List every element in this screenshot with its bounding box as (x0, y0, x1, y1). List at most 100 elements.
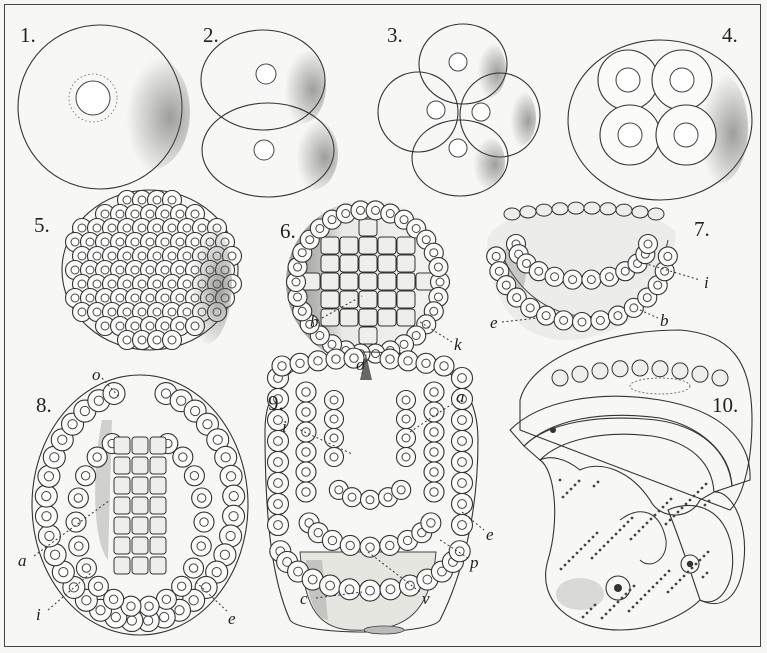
embryo-stipple-dot (621, 597, 624, 600)
embryo-stipple-dot (708, 500, 711, 503)
gastrula7-rim-cell (552, 203, 568, 215)
embryo-stipple-dot (685, 503, 688, 506)
morula-cell-nucleus (116, 266, 124, 274)
embryo-stipple-dot (671, 587, 674, 590)
gastrula8-inner-cell (114, 457, 130, 474)
fig8-label-e: e (228, 609, 236, 628)
gastrula8-ectoderm-cell-nucleus (80, 406, 89, 415)
embryo-stipple-dot (644, 594, 647, 597)
gastrula7-ectoderm-cell-nucleus (630, 304, 638, 312)
gastrula8-ectoderm-cell-nucleus (189, 596, 198, 605)
blastula-wall-cell-nucleus (342, 210, 350, 218)
gastrula8-inner-cell (150, 537, 166, 554)
embryo-stipple-dot (656, 582, 659, 585)
morula-cell-nucleus (168, 196, 176, 204)
gastrula7-rim-cell (632, 206, 648, 218)
blastula-back-cell (321, 255, 339, 272)
gastrula8-endoderm-cell-nucleus (162, 595, 170, 603)
gastrula7-rim-cell (616, 204, 632, 216)
gastrula9-ectoderm-cell-nucleus (274, 521, 283, 530)
gastrula8-endoderm-cell-nucleus (177, 582, 185, 590)
gastrula9-ectoderm-cell-nucleus (274, 500, 283, 509)
gastrula9-rim-cell-nucleus (440, 362, 448, 370)
morula-cell-nucleus (168, 280, 176, 288)
embryo-stipple-dot (667, 591, 670, 594)
figure-7 (487, 202, 678, 340)
gastrula8-ectoderm-cell-nucleus (213, 435, 222, 444)
gastrula9-endoderm-cell-nucleus (402, 415, 410, 423)
gastrula8-endoderm-cell-nucleus (81, 472, 89, 480)
gastrula8-ectoderm-cell-nucleus (177, 396, 186, 405)
embryo-stipple-dot (654, 514, 657, 517)
gastrula9-mesoderm-cell-nucleus (430, 428, 438, 436)
fig6-label-b: b (310, 312, 319, 331)
gastrula9-ectoderm-cell-nucleus (274, 437, 283, 446)
gastrula9-mesoderm-cell-nucleus (430, 388, 438, 396)
blastula-back-cell (359, 237, 377, 254)
gastrula8-endoderm-cell-nucleus (179, 453, 187, 461)
gastrula9-ectoderm-cell-nucleus (406, 581, 415, 590)
gastrula8-ectoderm-cell-nucleus (160, 612, 169, 621)
gastrula9-endoderm-cell-nucleus (330, 453, 338, 461)
embryo-stipple-dot (677, 511, 680, 514)
figure-2 (201, 30, 338, 197)
embryo-yolk-cell (692, 366, 708, 382)
embryo-stipple-dot (706, 572, 709, 575)
morula-cell-nucleus (123, 224, 131, 232)
gastrula8-ectoderm-cell-nucleus (44, 472, 53, 481)
embryo-stipple-dot (693, 495, 696, 498)
embryo-stipple-dot (625, 593, 628, 596)
morula-cell-nucleus (108, 224, 116, 232)
figure-10-number: 10. (712, 393, 738, 417)
gastrula7-endoderm-cell-nucleus (569, 276, 577, 284)
morula-cell-nucleus (123, 308, 131, 316)
gastrula9-mesoderm-cell-nucleus (302, 488, 310, 496)
embryo-stipple-dot (662, 506, 665, 509)
gastrula7-endoderm-cell-nucleus (605, 273, 613, 281)
gastrula8-ectoderm-cell-nucleus (109, 389, 118, 398)
gastrula8-ectoderm-cell-nucleus (96, 606, 105, 615)
embryo-stipple-dot (566, 492, 569, 495)
morula-cell-nucleus (108, 308, 116, 316)
gastrula9-ectoderm-cell-nucleus (458, 437, 467, 446)
morula-cell-nucleus (161, 294, 169, 302)
blastula-back-cell (340, 273, 358, 290)
morula-cell-nucleus (146, 238, 154, 246)
morula-cell-nucleus (153, 252, 161, 260)
gastrula7-ectoderm-cell-nucleus (513, 294, 521, 302)
gastrula9-rim-cell-nucleus (314, 357, 322, 365)
gastrula7-endoderm-cell-nucleus (522, 259, 530, 267)
gastrula7-ectoderm-cell-nucleus (664, 252, 672, 260)
figure-4-number: 4. (722, 23, 738, 47)
embryo-stipple-dot (559, 479, 562, 482)
gastrula8-inner-cell (150, 457, 166, 474)
gastrula8-ectoderm-cell-nucleus (212, 567, 221, 576)
gastrula8-ectoderm-cell-nucleus (111, 612, 120, 621)
gastrula7-ectoderm-cell-nucleus (654, 281, 662, 289)
gastrula8-ectoderm-cell-nucleus (94, 396, 103, 405)
blastula-back-cell (359, 255, 377, 272)
embryo-stipple-dot (640, 598, 643, 601)
morula-cell-nucleus (123, 336, 131, 344)
embryo-stipple-dot (595, 553, 598, 556)
embryo-stipple-dot (605, 613, 608, 616)
figure-9-number: 9. (268, 391, 284, 415)
gastrula8-ectoderm-cell-nucleus (42, 491, 51, 500)
gastrula9-endoderm-cell-nucleus (330, 434, 338, 442)
embryo-stipple-dot (619, 529, 622, 532)
gastrula8-endoderm-cell-nucleus (74, 494, 82, 502)
gastrula9-mesoderm-cell-nucleus (328, 536, 336, 544)
gastrula8-endoderm-cell-nucleus (197, 542, 205, 550)
embryo-stipple-dot (631, 517, 634, 520)
fig9-label-a: a (456, 387, 465, 406)
morula-cell-nucleus (161, 322, 169, 330)
gastrula7-ectoderm-cell-nucleus (614, 312, 622, 320)
morula-cell-nucleus (168, 252, 176, 260)
blastula-wall-cell-nucleus (292, 278, 300, 286)
blastula-back-cell (378, 309, 396, 326)
embryo-stipple-dot (703, 555, 706, 558)
embryo-stipple-dot (697, 491, 700, 494)
morula-cell-nucleus (138, 196, 146, 204)
embryo-stipple-dot (599, 549, 602, 552)
gastrula7-ectoderm-cell-nucleus (596, 316, 604, 324)
